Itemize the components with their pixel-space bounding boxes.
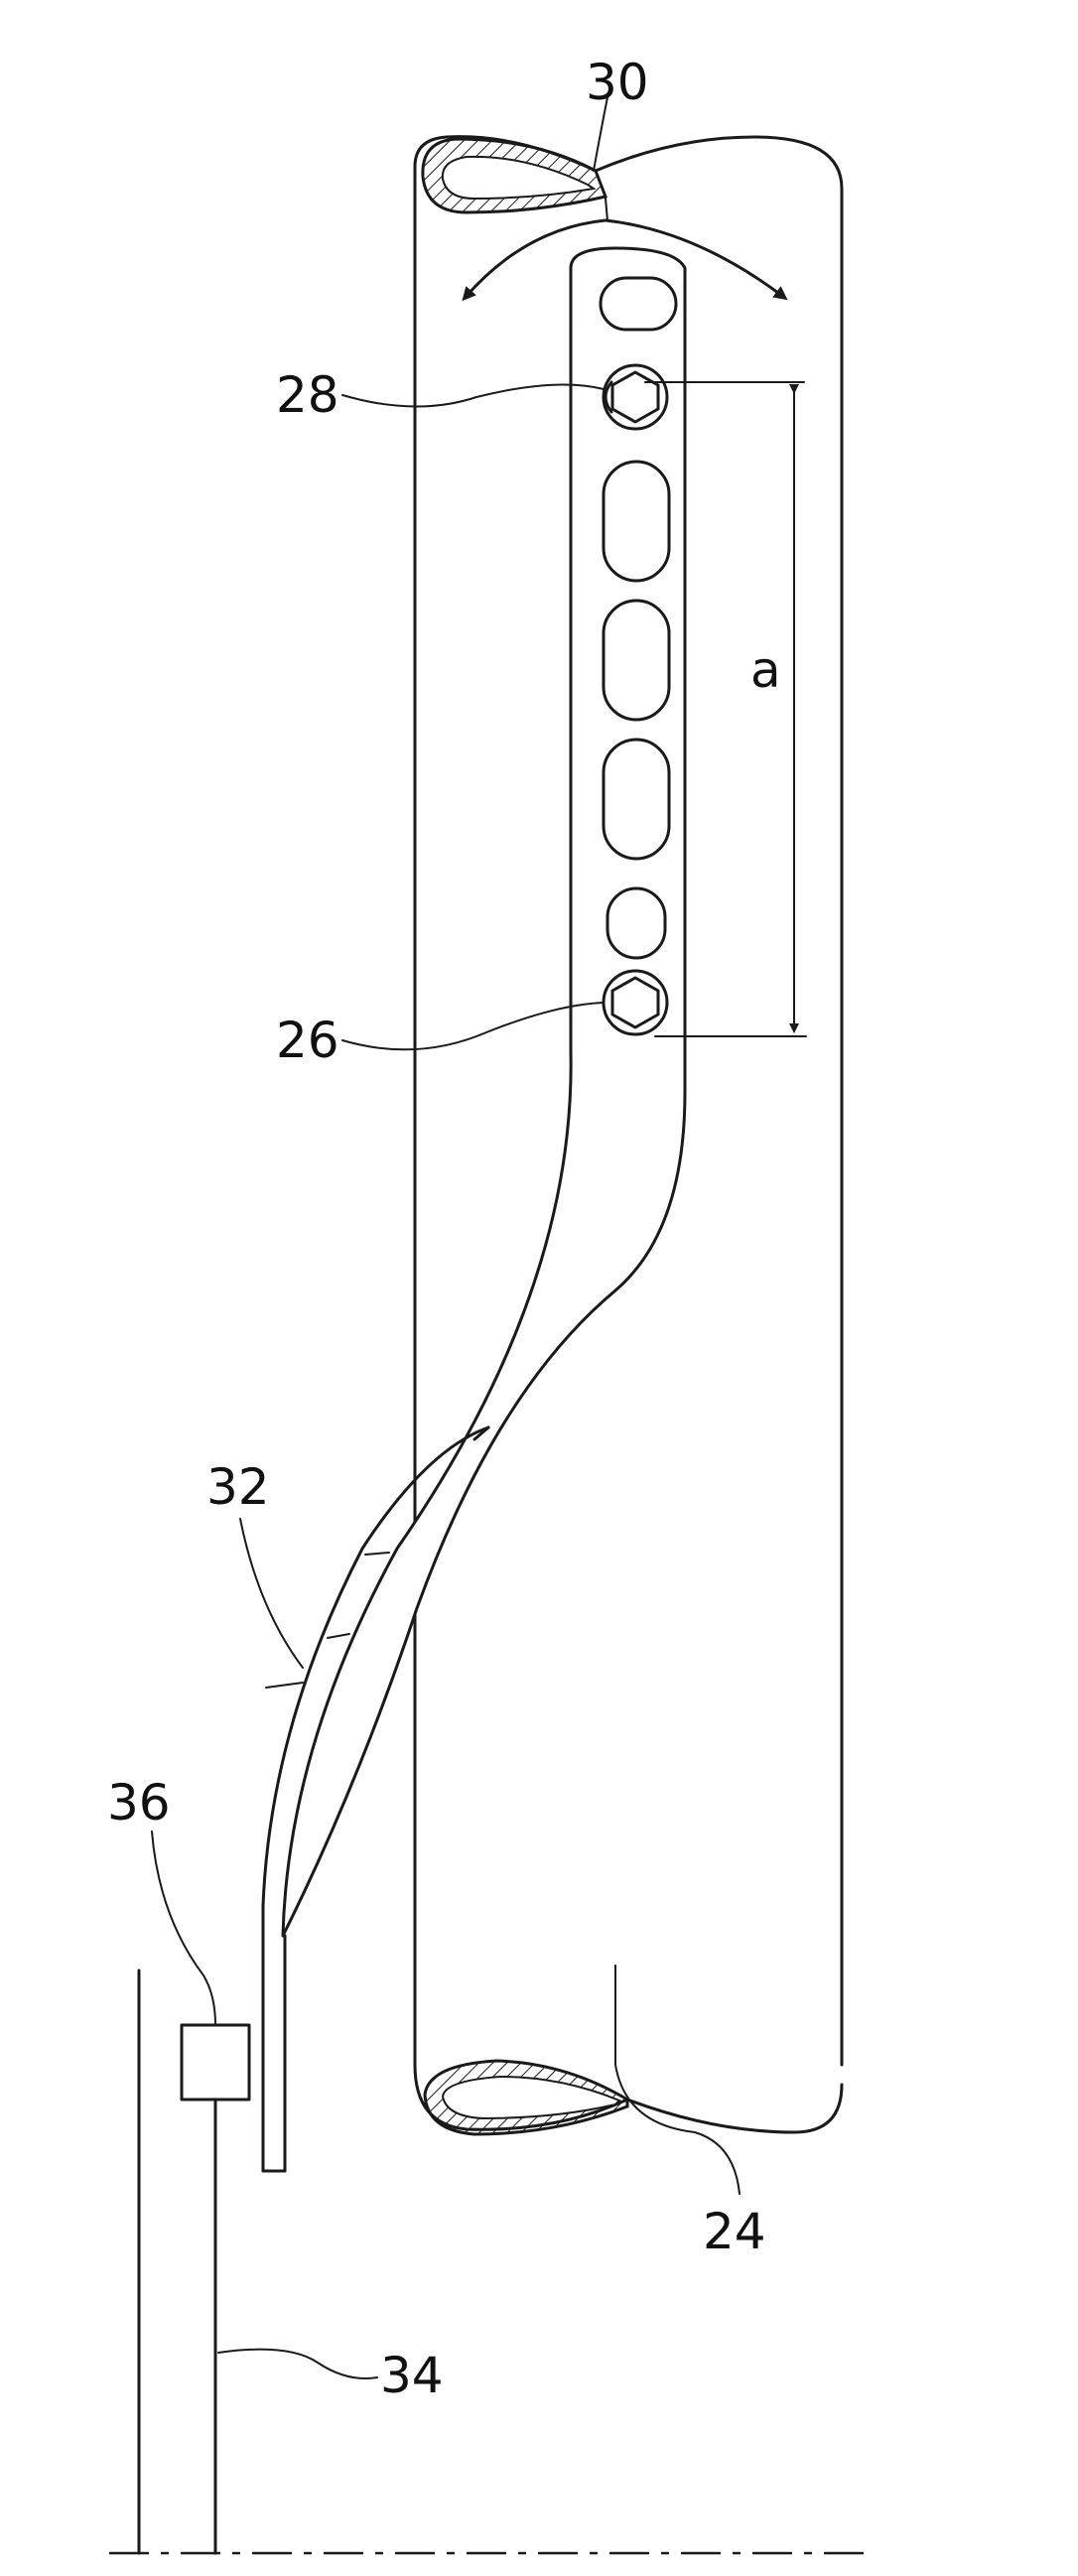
curved-blade-32 xyxy=(263,1427,488,2171)
bottom-section-cutaway xyxy=(425,2061,627,2134)
label-a: a xyxy=(750,641,781,699)
label-24: 24 xyxy=(703,2203,766,2260)
label-26: 26 xyxy=(276,1012,339,1069)
top-section-cutaway xyxy=(423,139,606,212)
label-28: 28 xyxy=(276,366,339,424)
label-32: 32 xyxy=(206,1458,270,1516)
adjustment-strip xyxy=(283,248,685,1936)
label-36: 36 xyxy=(107,1774,171,1831)
sensor-36 xyxy=(182,2025,249,2100)
label-30: 30 xyxy=(586,54,649,111)
label-34: 34 xyxy=(380,2347,444,2404)
